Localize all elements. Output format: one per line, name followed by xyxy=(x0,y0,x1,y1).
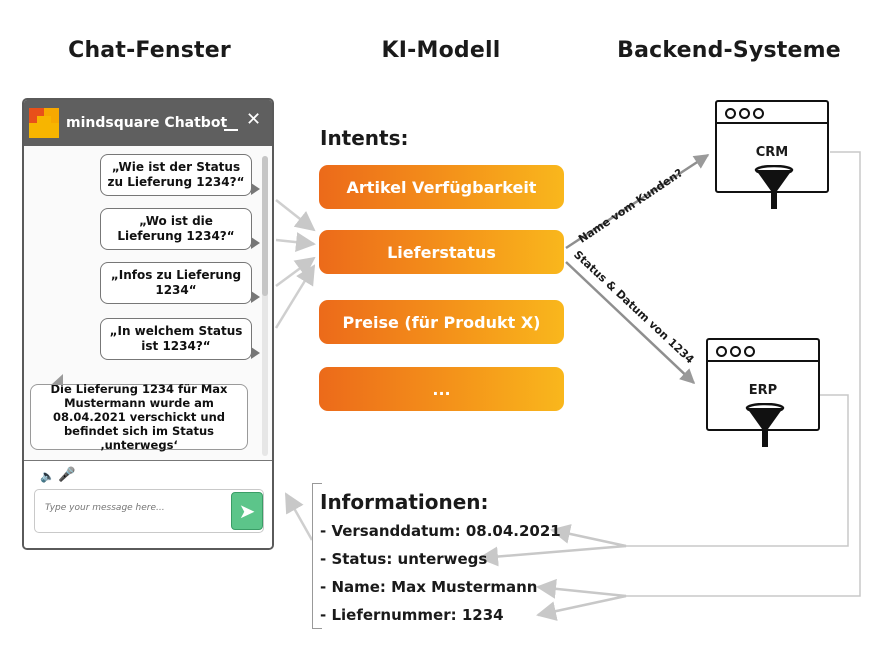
info-item-name: - Name: Max Mustermann xyxy=(320,578,538,596)
microphone-icon[interactable]: 🎤 xyxy=(58,467,76,483)
crm-arrow-name xyxy=(536,578,627,599)
erp-arrow-status xyxy=(478,544,627,567)
send-button[interactable]: ➤ xyxy=(231,492,263,530)
send-icon: ➤ xyxy=(238,499,256,523)
message-input[interactable] xyxy=(43,502,227,514)
chat-title: mindsquare Chatbot xyxy=(66,115,228,131)
intent-to-crm-arrow xyxy=(565,153,710,250)
user-message-1: „Wie ist der Status zu Lieferung 1234?“ xyxy=(100,154,260,196)
chat-footer: 🔈 🎤 ➤ xyxy=(24,460,272,548)
crm-title-bar xyxy=(717,102,827,124)
info-item-versanddatum: - Versanddatum: 08.04.2021 xyxy=(320,522,561,540)
crm-arrow-number xyxy=(536,594,627,621)
intent-to-erp-arrow xyxy=(565,261,696,385)
information-label: Informationen: xyxy=(320,490,489,514)
chat-window: mindsquare Chatbot ✕ „Wie ist der Status… xyxy=(22,98,274,550)
erp-label: ERP xyxy=(748,383,778,398)
chat-scrollbar-thumb[interactable] xyxy=(262,156,268,296)
user-message-3: „Infos zu Lieferung 1234“ xyxy=(100,262,260,304)
erp-funnel-icon xyxy=(745,403,785,447)
intent-preise: Preise (für Produkt X) xyxy=(319,300,564,344)
intent-lieferstatus: Lieferstatus xyxy=(319,230,564,274)
crm-label: CRM xyxy=(755,145,789,160)
crm-return-line xyxy=(626,151,861,597)
chat-scrollbar[interactable] xyxy=(262,156,268,456)
minimize-icon[interactable] xyxy=(224,129,238,131)
speaker-icon[interactable]: 🔈 xyxy=(40,469,55,483)
crm-system-window: CRM xyxy=(715,100,829,209)
erp-system-window: ERP xyxy=(706,338,820,447)
crm-funnel-icon xyxy=(754,165,794,209)
bubble-arrow-1 xyxy=(275,199,316,232)
erp-return-line xyxy=(626,394,849,547)
message-input-box: ➤ xyxy=(34,489,264,533)
mindsquare-logo xyxy=(29,108,59,138)
intents-label: Intents: xyxy=(320,126,409,150)
chat-header: mindsquare Chatbot ✕ xyxy=(24,100,272,146)
bot-message: Die Lieferung 1234 für Max Mustermann wu… xyxy=(30,374,248,452)
user-message-4: „In welchem Status ist 1234?“ xyxy=(100,318,260,360)
user-message-2: „Wo ist die Lieferung 1234?“ xyxy=(100,208,260,250)
intent-artikel-verfuegbarkeit: Artikel Verfügbarkeit xyxy=(319,165,564,209)
erp-arrow-date xyxy=(550,524,627,548)
close-icon[interactable]: ✕ xyxy=(246,109,262,130)
info-to-chat-arrow xyxy=(284,492,314,541)
bubble-arrow-4 xyxy=(274,264,316,329)
bubble-arrow-3 xyxy=(275,256,316,288)
intent-more: ... xyxy=(319,367,564,411)
bubble-arrow-2 xyxy=(275,232,316,253)
chat-column-title: Chat-Fenster xyxy=(68,38,231,63)
model-column-title: KI-Modell xyxy=(381,38,501,63)
erp-title-bar xyxy=(708,340,818,362)
info-item-liefernummer: - Liefernummer: 1234 xyxy=(320,606,504,624)
info-bracket xyxy=(312,483,322,629)
info-item-status: - Status: unterwegs xyxy=(320,550,488,568)
backend-column-title: Backend-Systeme xyxy=(617,38,841,63)
